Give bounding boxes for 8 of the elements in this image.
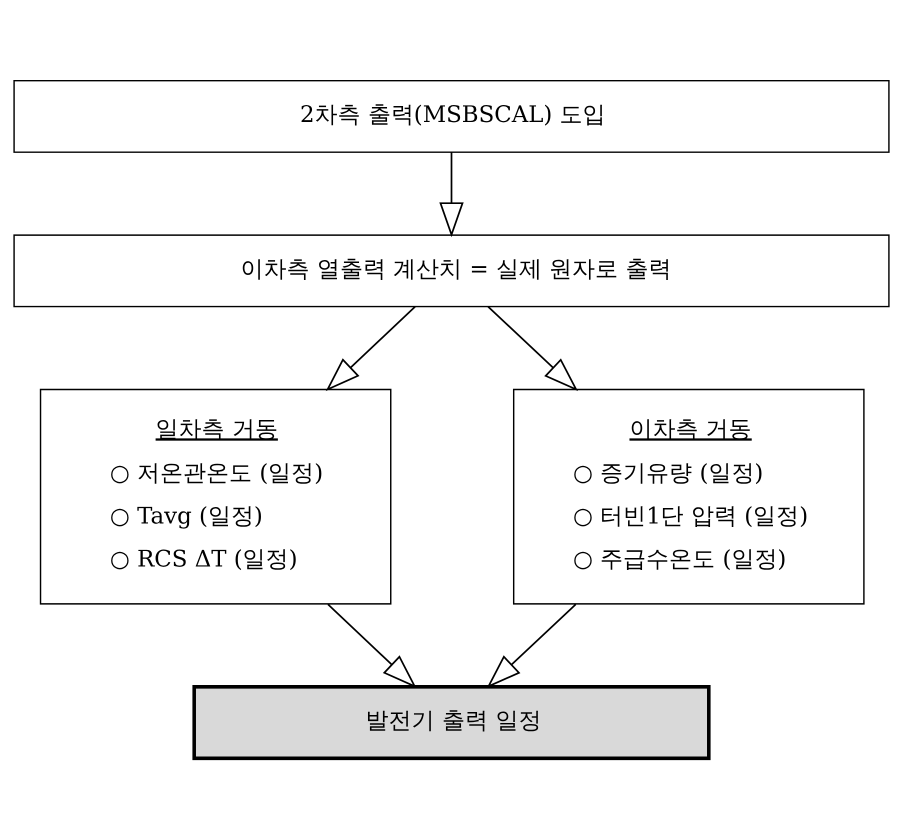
node-box: 일차측 거동 ○ 저온관온도 (일정) ○ Tavg (일정) ○ RCS ΔT (일정) bbox=[40, 388, 392, 605]
node-box: 이차측 거동 ○ 증기유량 (일정) ○ 터빈1단 압력 (일정) ○ 주급수온도 (일정) bbox=[512, 388, 865, 605]
arrow bbox=[439, 152, 464, 238]
arrow bbox=[487, 306, 578, 392]
node-box: 2차측 출력(MSBSCAL) 도입 bbox=[13, 80, 890, 153]
node-box: 발전기 출력 일정 bbox=[192, 685, 711, 760]
node-box: 이차측 열출력 계산치 = 실제 원자로 출력 bbox=[13, 234, 890, 308]
arrow bbox=[326, 306, 416, 392]
